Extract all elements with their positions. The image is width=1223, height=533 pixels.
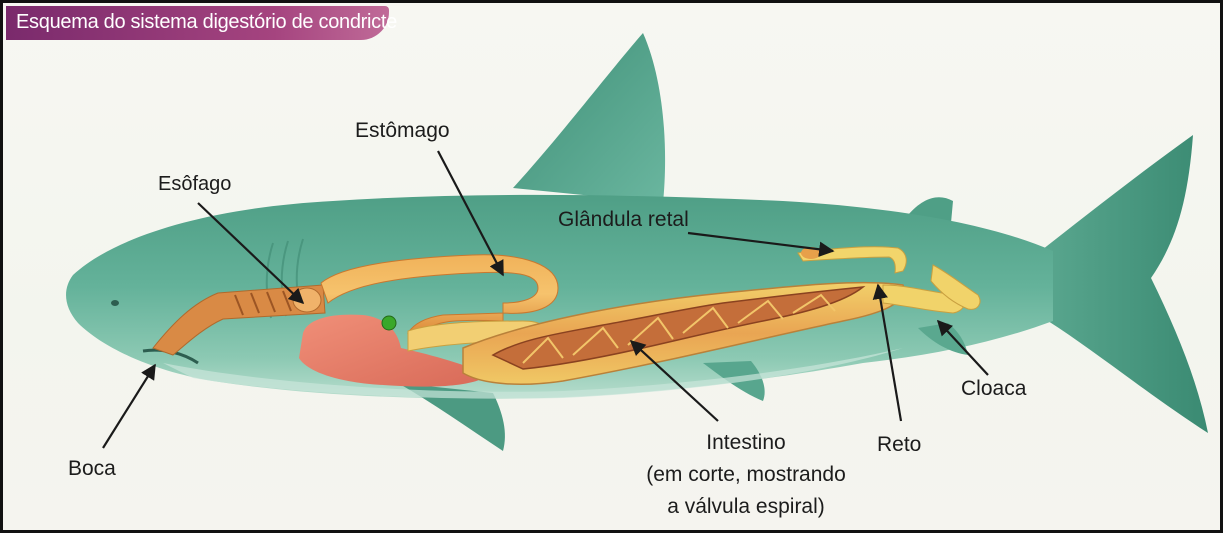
pointer-boca <box>102 363 156 449</box>
liver <box>299 314 488 387</box>
shark-digestive-diagram <box>66 33 1208 451</box>
anal-fin <box>918 323 968 355</box>
pointer-intestino <box>629 339 719 422</box>
esophagus-opening <box>292 287 322 313</box>
label-intestino-line3: a válvula espiral) <box>667 495 825 518</box>
label-estomago: Estômago <box>355 119 450 142</box>
label-esofago: Esôfago <box>158 173 232 195</box>
rectal-gland-tip <box>801 247 821 259</box>
label-reto: Reto <box>877 433 922 456</box>
title-banner: Esquema do sistema digestório de condric… <box>6 6 397 40</box>
label-intestino-line2: (em corte, mostrando <box>646 463 846 486</box>
label-intestino: Intestino (em corte, mostrando a válvula… <box>621 427 871 523</box>
dorsal-fin <box>513 33 666 203</box>
pointer-glandula-retal <box>687 231 835 257</box>
pectoral-fin <box>398 383 505 451</box>
label-cloaca: Cloaca <box>961 377 1027 400</box>
pointer-lines <box>102 150 989 449</box>
label-intestino-line1: Intestino <box>706 431 786 454</box>
pointer-cloaca <box>936 319 989 376</box>
label-boca: Boca <box>68 457 116 480</box>
pointer-estomago <box>437 150 504 277</box>
label-glandula-retal: Glândula retal <box>558 208 689 231</box>
caudal-fin <box>1038 135 1208 433</box>
gallbladder <box>381 315 397 331</box>
pointer-esofago <box>197 202 305 305</box>
eye <box>111 300 119 306</box>
spiral-valve-folds <box>522 293 836 364</box>
cloaca <box>930 264 981 310</box>
pointer-reto <box>872 283 903 422</box>
diagram-title: Esquema do sistema digestório de condric… <box>16 11 397 33</box>
